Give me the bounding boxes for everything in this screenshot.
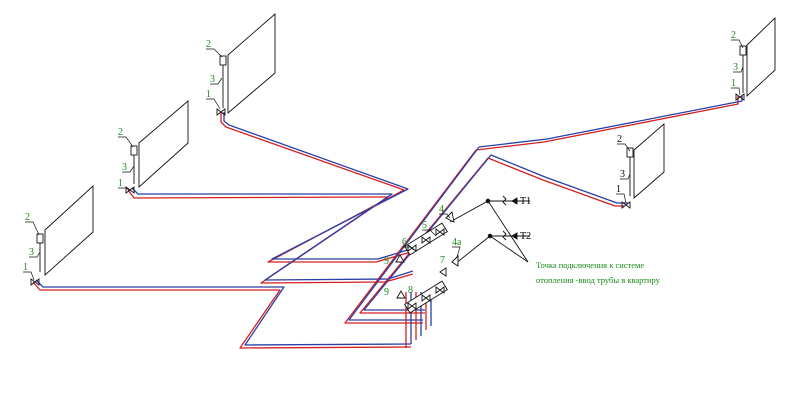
pipe-supply-radiator-3 — [32, 281, 412, 349]
pipe-supply-radiator-4 — [344, 96, 739, 324]
labels-manifold: 4 5 6 4a 9 7 9 8 T1 T2 — [384, 196, 531, 298]
note-leader-2 — [489, 235, 529, 263]
label-2: 2 — [118, 127, 123, 138]
pipe-network — [32, 96, 743, 349]
label-1: 1 — [206, 89, 211, 100]
radiator-panel — [633, 123, 665, 199]
label-2: 2 — [731, 30, 736, 41]
radiator-left-2 — [125, 100, 189, 194]
label-3: 3 — [210, 74, 215, 85]
label-3: 3 — [733, 62, 738, 73]
pipe-return-radiator-4 — [348, 96, 743, 321]
feed-line-t2 — [454, 235, 512, 265]
connection-note: Точка подключения к системе отопления -в… — [536, 260, 661, 285]
break-mark-t1 — [502, 195, 507, 206]
pipe-supply-radiator-5 — [359, 157, 624, 314]
arrow-head-t1 — [511, 197, 518, 205]
label-1: 1 — [118, 178, 123, 189]
radiator-panel — [44, 184, 94, 277]
label-7: 7 — [440, 255, 445, 266]
radiator-panel — [227, 13, 276, 114]
pipe-return-radiator-2 — [131, 187, 414, 281]
label-9-lower: 9 — [384, 287, 389, 298]
feed-line-t1 — [449, 200, 512, 223]
pipe-supply-radiator-2 — [127, 189, 414, 284]
air-vent-lower-icon — [396, 290, 406, 299]
label-4a: 4a — [452, 237, 462, 248]
label-3: 3 — [620, 169, 625, 180]
radiator-panel — [746, 16, 776, 98]
radiator-right-middle — [621, 123, 665, 209]
pipe-return-radiator-1 — [223, 112, 412, 260]
shutoff-valve-4 — [445, 211, 455, 223]
feed-lines — [449, 195, 530, 265]
label-1: 1 — [23, 262, 28, 273]
labels-radiator-top-left: 2 3 1 — [206, 39, 223, 110]
manifold-upper — [404, 222, 448, 256]
note-leader-1 — [487, 200, 529, 263]
arrow-head-t2 — [511, 232, 518, 240]
label-2: 2 — [617, 134, 622, 145]
label-5: 5 — [422, 220, 427, 231]
label-2: 2 — [206, 39, 211, 50]
label-6: 6 — [402, 237, 407, 248]
label-3: 3 — [122, 162, 127, 173]
break-mark-t2 — [502, 230, 507, 241]
note-line-1: Точка подключения к системе — [536, 260, 644, 270]
air-valve-icon — [130, 145, 138, 156]
label-9-upper: 9 — [384, 256, 389, 267]
label-8: 8 — [408, 285, 413, 296]
manifold — [395, 211, 459, 314]
pipe-supply-radiator-1 — [220, 112, 412, 263]
radiator-far-left — [30, 184, 94, 286]
label-t2: T2 — [520, 231, 531, 242]
radiators — [30, 13, 776, 286]
air-valve-icon — [626, 147, 634, 158]
label-t1: T1 — [520, 196, 531, 207]
air-vent-upper-icon — [395, 254, 405, 263]
shutoff-valve-4a — [451, 254, 459, 267]
radiator-far-right — [735, 16, 776, 101]
air-valve-icon — [36, 233, 44, 244]
drain-valve-7 — [439, 267, 447, 277]
label-2: 2 — [25, 212, 30, 223]
label-1: 1 — [616, 184, 621, 195]
labels-radiator-far-left: 2 3 1 — [23, 212, 41, 281]
labels-radiator-right-middle: 2 3 1 — [616, 134, 631, 204]
label-4: 4 — [439, 204, 444, 215]
note-line-2: отопления -ввод трубы в квартиру — [536, 275, 661, 285]
pipe-return-radiator-5 — [363, 154, 628, 311]
labels-radiator-left-2: 2 3 1 — [118, 127, 135, 191]
labels-radiator-far-right: 2 3 1 — [731, 30, 744, 96]
label-1: 1 — [731, 78, 736, 89]
air-valve-icon — [219, 55, 227, 66]
label-3: 3 — [29, 247, 34, 258]
pipe-return-radiator-3 — [35, 279, 412, 346]
radiator-panel — [138, 100, 189, 189]
manifold-lower — [404, 280, 448, 314]
radiator-top-left — [216, 13, 276, 116]
air-valve-icon — [739, 45, 747, 56]
